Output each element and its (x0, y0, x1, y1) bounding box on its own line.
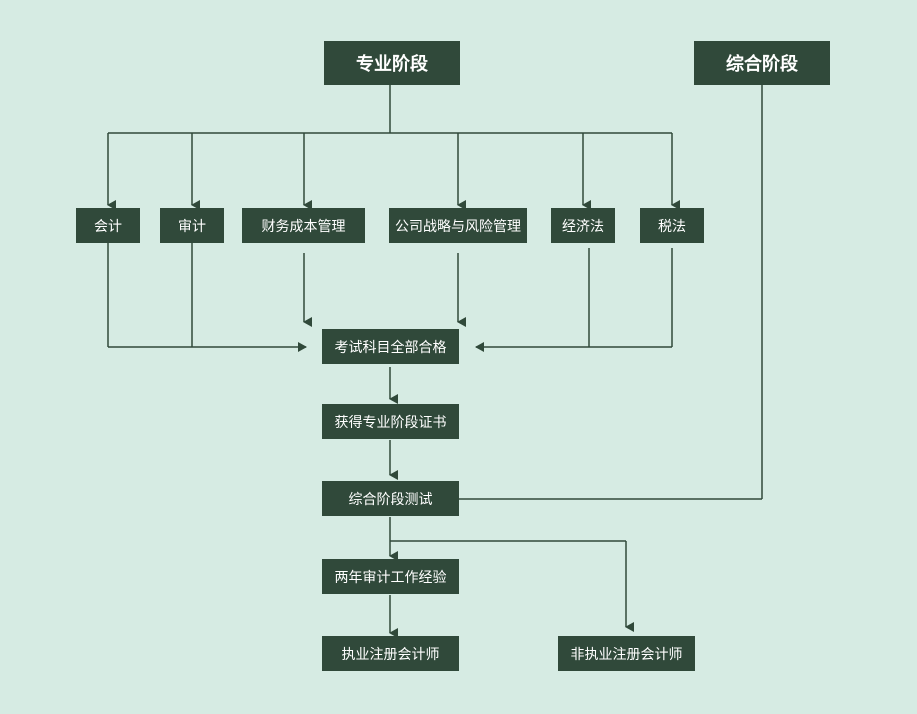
flow-work-experience: 两年审计工作经验 (322, 559, 459, 594)
stage-professional-box: 专业阶段 (324, 41, 460, 85)
subject-shuifa: 税法 (640, 208, 704, 243)
flow-practicing-cpa: 执业注册会计师 (322, 636, 459, 671)
flow-comprehensive-test: 综合阶段测试 (322, 481, 459, 516)
flow-pass-all: 考试科目全部合格 (322, 329, 459, 364)
subject-kuaiji: 会计 (76, 208, 140, 243)
stage-comprehensive-box: 综合阶段 (694, 41, 830, 85)
flow-get-certificate: 获得专业阶段证书 (322, 404, 459, 439)
flow-non-practicing-cpa: 非执业注册会计师 (558, 636, 695, 671)
subject-shenji: 审计 (160, 208, 224, 243)
subject-caiwu: 财务成本管理 (242, 208, 365, 243)
subject-jingjifa: 经济法 (551, 208, 615, 243)
subject-zhanlve: 公司战略与风险管理 (389, 208, 527, 243)
